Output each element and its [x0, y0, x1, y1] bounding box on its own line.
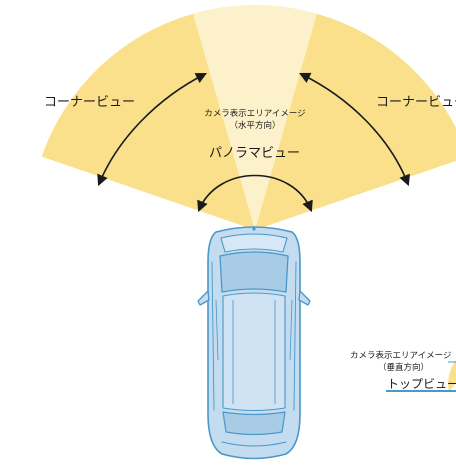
corner-left-arrow	[97, 72, 207, 187]
car-top-view	[197, 226, 311, 460]
camera-area-vertical-line1: カメラ表示エリアイメージ	[350, 351, 452, 361]
corner-view-right-label: コーナービュー	[376, 95, 456, 110]
fan-center-sector	[193, 5, 317, 230]
camera-area-vertical-line2: （垂直方向）	[378, 363, 430, 373]
corner-view-left-label: コーナービュー	[44, 95, 136, 110]
vertical-fan	[448, 360, 456, 392]
panorama-arrow	[197, 174, 313, 213]
top-view-label: トップビュー	[387, 377, 456, 391]
camera-area-horizontal-line1: カメラ表示エリアイメージ	[204, 109, 306, 119]
panorama-view-label: パノラマビュー	[209, 146, 301, 161]
corner-right-arrow	[298, 72, 410, 187]
camera-area-horizontal-line2: （水平方向）	[229, 121, 281, 131]
